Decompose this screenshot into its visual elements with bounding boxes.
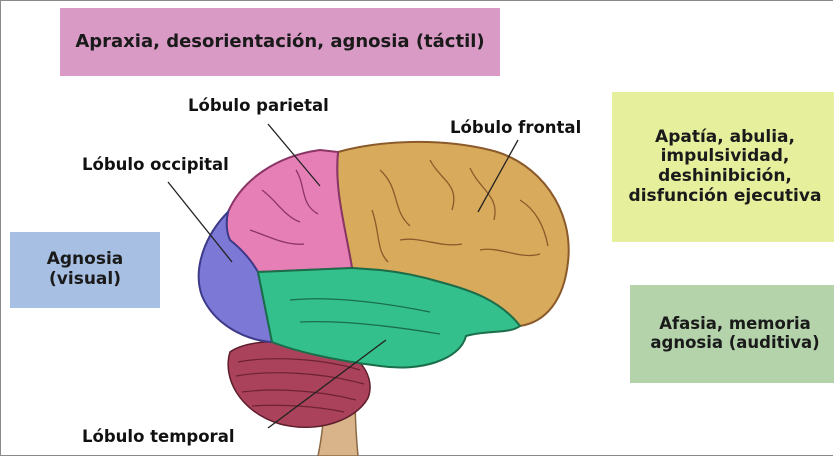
agnosia-box: Agnosia (visual) (10, 232, 160, 308)
label-temporal-lobe: Lóbulo temporal (82, 427, 235, 446)
agnosia-line-2: (visual) (47, 270, 124, 290)
agnosia-line-1: Agnosia (47, 250, 124, 270)
afasia-box: Afasia, memoria agnosia (auditiva) (630, 285, 834, 383)
apatia-box: Apatía, abulia, impulsividad, deshinibic… (612, 92, 834, 242)
apraxia-box: Apraxia, desorientación, agnosia (táctil… (60, 8, 500, 76)
afasia-line-1: Afasia, memoria (650, 315, 819, 334)
apatia-line-1: Apatía, abulia, (629, 128, 822, 148)
afasia-line-2: agnosia (auditiva) (650, 334, 819, 353)
label-occipital-lobe: Lóbulo occipital (82, 155, 229, 174)
apatia-line-3: deshinibición, (629, 167, 822, 187)
apatia-line-2: impulsividad, (629, 147, 822, 167)
label-parietal-lobe: Lóbulo parietal (188, 96, 329, 115)
label-frontal-lobe: Lóbulo frontal (450, 118, 581, 137)
apatia-line-4: disfunción ejecutiva (629, 187, 822, 207)
apraxia-text: Apraxia, desorientación, agnosia (táctil… (75, 32, 484, 53)
